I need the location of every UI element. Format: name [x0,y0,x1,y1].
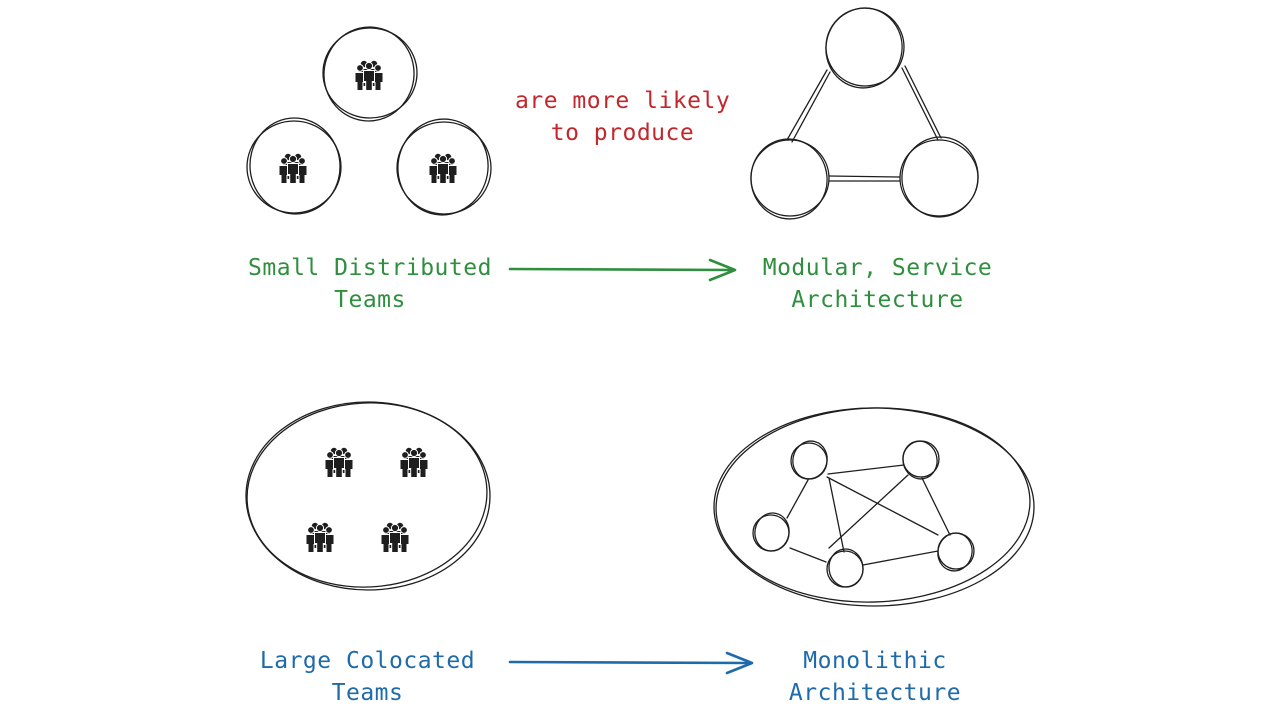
service-links [786,65,942,182]
service-node-top [825,7,905,89]
modular-label-line2: Architecture [791,287,964,313]
modular-service-architecture-label: Modular, Service Architecture [750,252,1005,316]
small-distributed-teams-label: Small Distributed Teams [240,252,500,316]
monolithic-label-line2: Architecture [788,680,962,706]
small-team-circle-top [322,26,418,122]
small-team-circle-right [396,118,492,216]
connector-label-line2: to produce [550,120,695,146]
modular-label-line1: Modular, Service [762,255,993,281]
small-teams-label-line1: Small Distributed [248,255,492,281]
large-teams-label-line1: Large Colocated [259,648,476,674]
people-group-icon [380,522,410,553]
monolithic-label-line1: Monolithic [803,648,947,674]
monolithic-architecture-label: Monolithic Architecture [775,645,975,709]
small-teams-label-line2: Teams [334,287,406,313]
arrow-top [508,258,737,282]
arrow-bottom [508,651,754,675]
people-group-icon [324,447,354,478]
small-team-circle-left [246,117,342,215]
large-colocated-teams-label: Large Colocated Teams [240,645,495,709]
monolith-node [902,440,940,480]
service-node-right [899,136,979,218]
monolith-boundary [713,407,1035,607]
monolith-node [752,512,790,552]
service-node-left [750,138,830,220]
connector-label-line1: are more likely [515,88,731,114]
monolith-node [790,440,828,480]
large-teams-label-line2: Teams [331,680,404,706]
people-group-icon [305,522,335,553]
people-group-icon [428,153,458,184]
connector-label: are more likely to produce [515,85,730,149]
large-team-boundary [245,401,491,591]
people-group-icon [354,60,384,91]
people-group-icon [278,153,308,184]
monolith-node [937,532,975,572]
monolith-node [826,548,864,588]
monolith-links [786,464,951,566]
people-group-icon [399,447,429,478]
